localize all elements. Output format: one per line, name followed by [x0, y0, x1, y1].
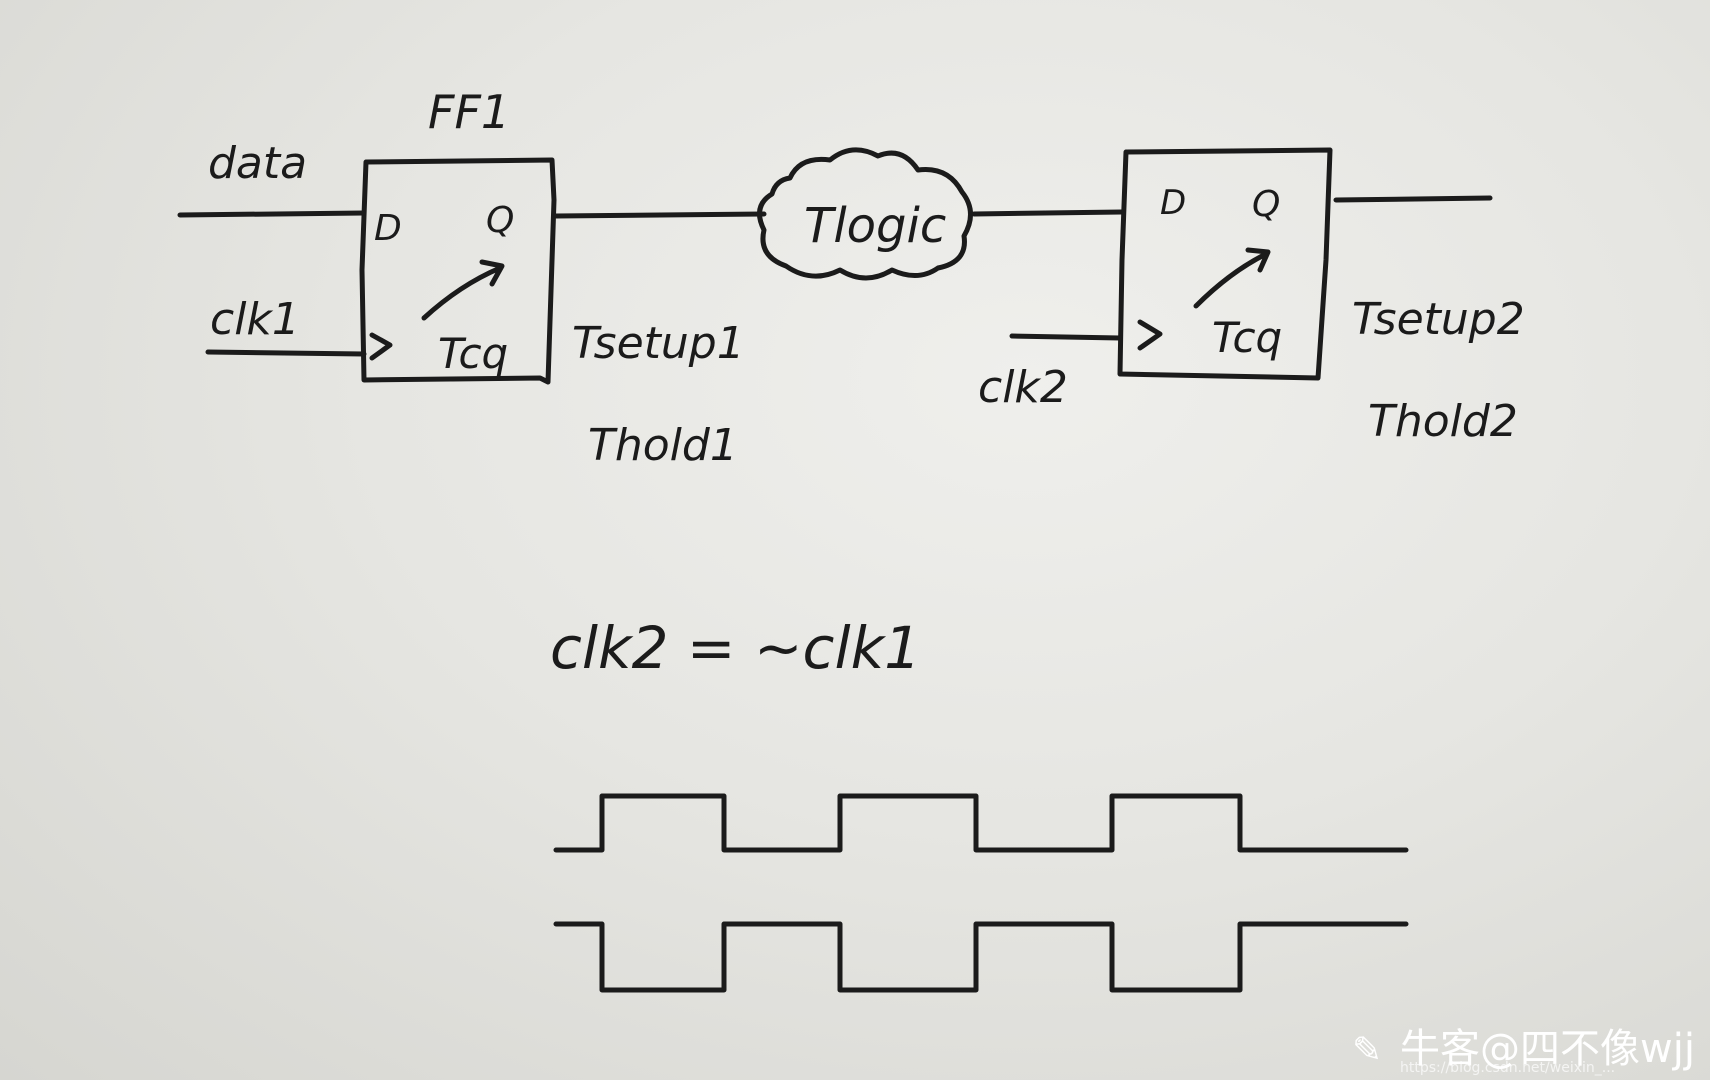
ff1-q-pin: Q	[486, 200, 514, 241]
ff1-tcq-label: Tcq	[438, 329, 508, 378]
ff2-q-out-wire	[1333, 195, 1493, 203]
ff2-d-pin: D	[1160, 183, 1186, 223]
data-label: data	[208, 138, 307, 189]
clk1-wire	[205, 349, 367, 357]
ff2-clock-wedge	[1137, 319, 1163, 351]
ff2-q-pin: Q	[1252, 184, 1280, 225]
ff1-d-pin: D	[374, 208, 402, 249]
clk2-wave-path	[553, 921, 1409, 993]
logic-label: Tlogic	[804, 198, 946, 254]
logic-to-ff2-wire	[971, 209, 1125, 217]
clock-equation: clk2 = ~clk1	[550, 614, 921, 682]
ff1-title: FF1	[428, 85, 510, 139]
waveform-clk1	[553, 793, 1409, 853]
clk1-wave-path	[553, 793, 1409, 853]
tsetup1-label: Tsetup1	[572, 318, 745, 369]
ff1-q-to-logic-wire	[553, 211, 767, 219]
watermark: ✎ 牛客@四不像wjj https://blog.csdn.net/weixin…	[1352, 1026, 1695, 1076]
ff2-box	[1117, 147, 1333, 381]
timing-labels: Tsetup1 Thold1 Tsetup2 Thold2	[572, 294, 1525, 471]
thold2-label: Thold2	[1368, 396, 1518, 447]
watermark-icon: ✎	[1352, 1030, 1382, 1071]
ff2-wires: clk2	[978, 195, 1493, 413]
thold1-label: Thold1	[588, 420, 738, 471]
logic-cloud: Tlogic	[757, 147, 973, 281]
ff2-block: D Q Tcq	[1117, 147, 1333, 381]
ff1-box	[359, 157, 557, 385]
tsetup2-label: Tsetup2	[1352, 294, 1525, 345]
data-wire	[177, 210, 367, 218]
ff2-tcq-label: Tcq	[1212, 313, 1282, 362]
clk1-label: clk1	[210, 294, 300, 345]
clk2-wire	[1009, 333, 1123, 341]
clk2-label: clk2	[978, 362, 1068, 413]
cloud-outline	[757, 147, 973, 281]
waveform-clk2	[553, 921, 1409, 993]
ff1-clock-wedge	[369, 332, 393, 361]
watermark-brand: 牛客@四不像wjj	[1400, 1026, 1695, 1072]
ff1-wires: data clk1	[177, 138, 767, 357]
ff2-tcq-arrow	[1193, 247, 1271, 309]
ff1-block: FF1 D Q Tcq	[359, 85, 557, 385]
watermark-url: https://blog.csdn.net/weixin_...	[1400, 1060, 1615, 1076]
ff1-tcq-arrow	[421, 259, 505, 321]
